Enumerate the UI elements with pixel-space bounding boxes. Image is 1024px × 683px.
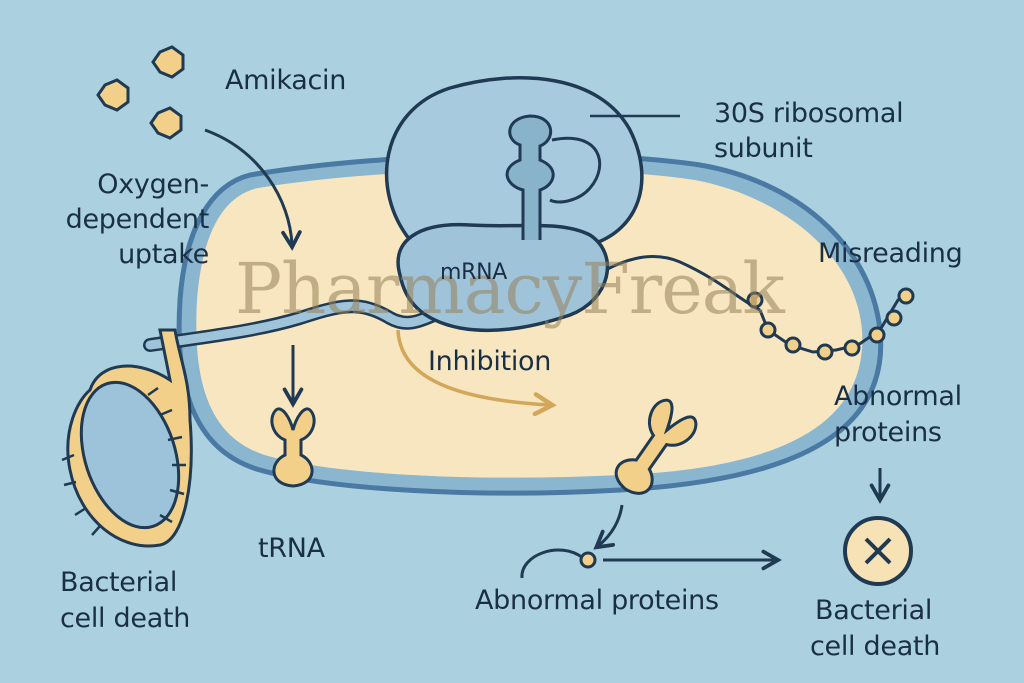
label-uptake-1: Oxygen- [97,169,209,200]
label-uptake-2: dependent [65,204,210,235]
watermark: PharmacyFreak [235,248,785,330]
ribosome-icon [384,76,644,333]
bacterium-icon [61,328,193,548]
protein-bead [579,551,597,569]
amikacin-molecule-icon [96,45,185,140]
cell-death-x-icon [843,516,913,586]
trna-icon [270,407,316,488]
label-misreading: Misreading [818,238,963,269]
label-inhibition: Inhibition [428,346,552,377]
label-ribosome-1: 30S ribosomal [714,98,904,129]
uptake-arrow [204,128,302,251]
tilted-arrow [593,504,624,550]
label-death-left-2: cell death [60,603,191,634]
inhibition-arrow [396,329,557,417]
label-trna: tRNA [258,533,325,564]
label-death-right-2: cell death [810,631,941,662]
label-uptake-3: uptake [118,239,209,270]
short-protein-chain [520,548,584,579]
label-death-left-1: Bacterial [60,567,178,598]
label-abnormal-right-2: proteins [834,417,942,448]
trna-icon-2 [614,398,698,495]
label-death-right-1: Bacterial [815,595,933,626]
label-ribosome-2: subunit [714,133,813,164]
protein-chain-icon [746,287,915,361]
label-abnormal-bottom: Abnormal proteins [475,585,719,616]
label-amikacin: Amikacin [225,65,347,96]
label-mrna: mRNA [440,260,508,285]
label-abnormal-right-1: Abnormal [834,381,962,412]
